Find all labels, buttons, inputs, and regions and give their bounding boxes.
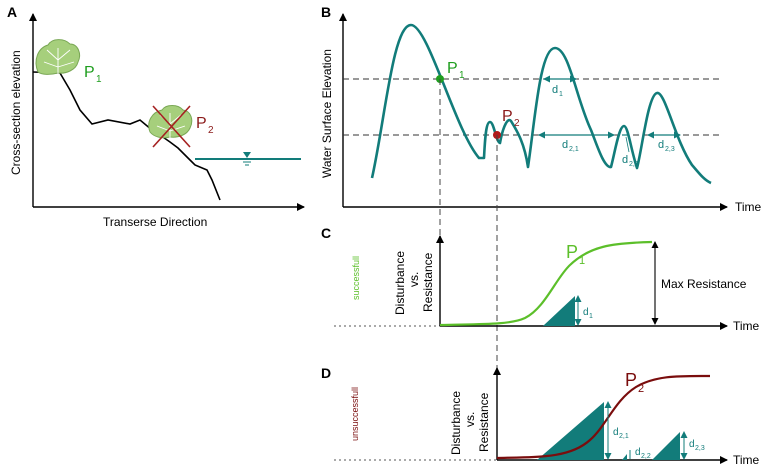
panel-d-letter: D [321,365,331,381]
panel-c-d1-label: d [583,307,589,318]
panel-c-d1-sub: 1 [589,313,593,320]
disturbance-d21-triangle [537,402,604,460]
panel-a-ylabel: Cross-section elevation [9,50,23,175]
curve-p1-label: P [566,242,578,262]
panel-d-d22-sub: 2,2 [641,453,651,460]
curve-p2-sub: 2 [638,383,644,395]
d1-sub: 1 [559,91,563,98]
panel-c-ylabel-2: vs. [407,272,421,287]
plant-p2-cross-line-2 [152,105,191,148]
panel-d-side-label: unsuccessfull [350,387,360,441]
max-resistance-label: Max Resistance [661,277,747,291]
panel-c-letter: C [321,225,331,241]
water-level-symbol [243,152,251,158]
d23-label: d [658,139,664,151]
curve-p2-label: P [625,370,637,390]
panel-d-ylabel-2: vs. [463,412,477,427]
resistance-curve-p1 [439,240,653,327]
panel-c-side-label: successfull [351,256,361,300]
panel-d-ylabel-1: Disturbance [449,391,463,455]
panel-d-xlabel: Time [733,453,760,467]
panel-c-xlabel: Time [733,319,760,333]
plant-p1-sub: 1 [96,74,102,85]
panel-b-ylabel: Water Surface Elevation [320,49,334,178]
p2-point-label: P [502,108,513,125]
plant-p1-label: P [84,64,95,81]
curve-p1-sub: 1 [579,255,585,267]
panel-d-d21-label: d [613,427,619,438]
panel-a-letter: A [7,4,17,20]
d22-label: d [622,154,628,166]
d21-sub: 2,1 [569,146,579,153]
panel-a: A Cross-section elevation Transerse Dire… [7,4,305,229]
panel-b-letter: B [321,4,331,20]
panel-c: C successfull Disturbance vs. Resistance… [321,225,760,333]
d22-leader-line [625,136,630,153]
panel-d-d23-label: d [689,439,695,450]
p2-point-sub: 2 [514,118,520,129]
p1-point-sub: 1 [459,70,465,81]
disturbance-d22-triangle [622,454,627,460]
plant-p2-label: P [196,115,207,132]
d21-label: d [562,139,568,151]
p1-point-label: P [447,60,458,77]
panel-d-d22-label: d [635,447,641,458]
panel-d-d21-sub: 2,1 [619,433,629,440]
panel-d: D unsuccessfull Disturbance vs. Resistan… [321,365,760,467]
disturbance-d1-triangle [543,296,575,326]
plant-p2-sub: 2 [208,125,214,136]
d1-label: d [552,84,558,96]
disturbance-d23-triangle [652,432,680,460]
water-surface-hydrograph [370,23,712,185]
panel-b-xlabel: Time [735,200,761,214]
panel-c-ylabel-1: Disturbance [393,251,407,315]
panel-d-ylabel-3: Resistance [477,392,491,452]
d22-sub: 2,2 [629,161,639,168]
d23-sub: 2,3 [665,146,675,153]
panel-d-d23-sub: 2,3 [695,445,705,452]
plant-p1-icon [35,39,81,75]
panel-a-xlabel: Transerse Direction [103,215,207,229]
panel-c-ylabel-3: Resistance [421,252,435,312]
terrain-profile [32,71,221,201]
panel-b: B Water Surface Elevation Time P 1 P 2 d… [320,4,761,214]
